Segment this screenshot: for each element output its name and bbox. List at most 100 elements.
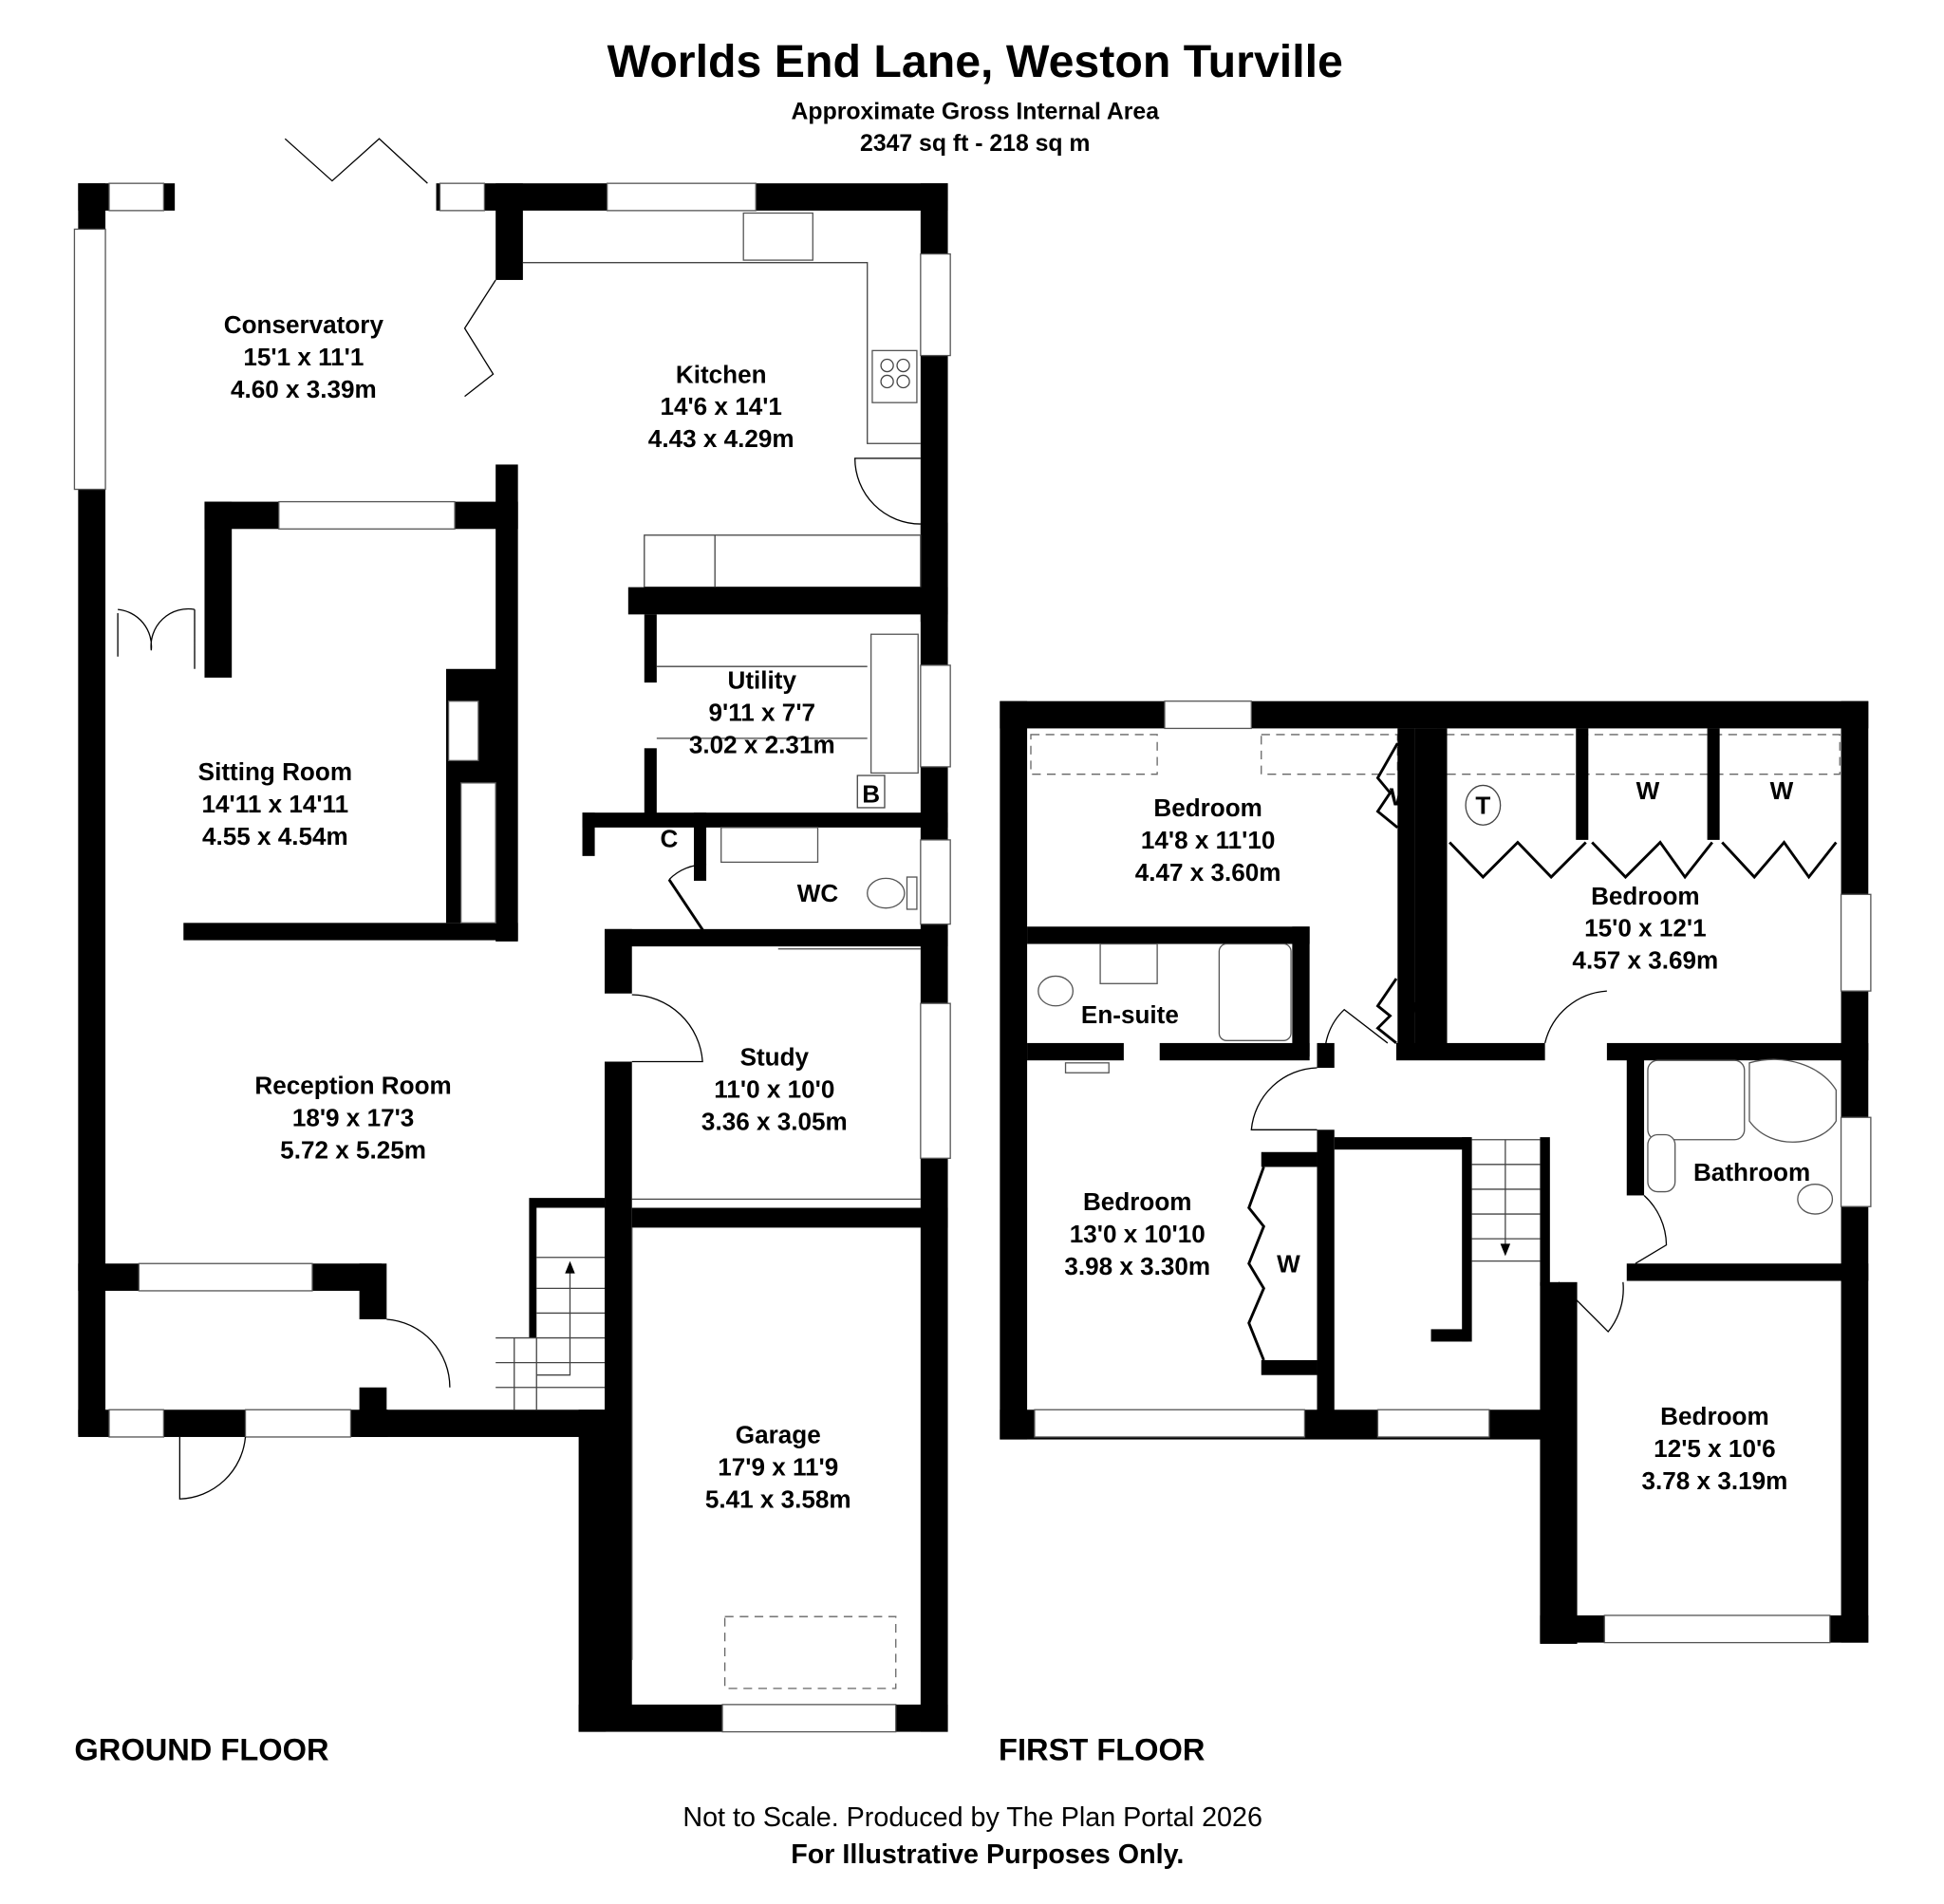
wardrobe-marker: W [1402, 997, 1426, 1025]
window [721, 1704, 897, 1733]
wall [1027, 926, 1310, 944]
door-icon [1250, 1067, 1318, 1130]
bifold-door-icon [284, 138, 428, 184]
wall [359, 1409, 607, 1437]
basin-icon [1099, 943, 1158, 984]
svg-text:4.47 x 3.60m: 4.47 x 3.60m [1135, 858, 1281, 887]
svg-text:13'0 x 10'10: 13'0 x 10'10 [1070, 1220, 1206, 1248]
room-label-bedroom-4: Bedroom 12'5 x 10'6 3.78 x 3.19m [1642, 1402, 1788, 1495]
svg-text:18'9 x 17'3: 18'9 x 17'3 [292, 1103, 415, 1131]
door-icon [1558, 1281, 1624, 1333]
door-icon [854, 457, 921, 525]
entrance-door-icon [178, 1436, 247, 1500]
room-label-sitting-room: Sitting Room 14'11 x 14'11 4.55 x 4.54m [198, 757, 352, 850]
basin-icon [720, 827, 819, 864]
svg-text:Garage: Garage [736, 1420, 821, 1448]
svg-text:Conservatory: Conservatory [224, 310, 384, 339]
wall [1334, 1137, 1471, 1150]
worktop [644, 534, 922, 588]
room-label-bedroom-1: Bedroom 14'8 x 11'10 4.47 x 3.60m [1135, 793, 1281, 887]
svg-text:Bedroom: Bedroom [1153, 793, 1262, 822]
wall [582, 812, 948, 828]
svg-text:4.55 x 4.54m: 4.55 x 4.54m [202, 822, 348, 850]
svg-text:3.98 x 3.30m: 3.98 x 3.30m [1064, 1252, 1210, 1280]
sink-icon [742, 212, 813, 261]
wall [605, 1061, 632, 1707]
window [1840, 893, 1872, 992]
alcove [459, 782, 496, 924]
cupboard-marker: C [660, 825, 678, 853]
svg-text:En-suite: En-suite [1081, 1000, 1179, 1029]
svg-text:3.36 x 3.05m: 3.36 x 3.05m [701, 1107, 848, 1135]
wall [183, 923, 518, 941]
wall [1626, 1053, 1645, 1196]
wall [529, 1198, 606, 1338]
wall [1396, 1042, 1545, 1061]
window [920, 664, 951, 768]
svg-text:17'9 x 11'9: 17'9 x 11'9 [718, 1452, 838, 1481]
svg-text:12'5 x 10'6: 12'5 x 10'6 [1654, 1434, 1776, 1463]
door-icon [386, 1318, 451, 1388]
door-icon [1543, 990, 1607, 1044]
wall [1540, 1137, 1550, 1286]
door-icon [631, 994, 703, 1063]
wardrobe-marker: W [1277, 1249, 1300, 1278]
toilet-icon [1037, 975, 1075, 1007]
wall [1261, 1360, 1318, 1375]
svg-text:14'8 x 11'10: 14'8 x 11'10 [1141, 826, 1276, 854]
room-label-study: Study 11'0 x 10'0 3.36 x 3.05m [701, 1042, 848, 1135]
door-icon [667, 878, 705, 933]
fireplace-icon [447, 700, 479, 762]
roof-window-outline [1445, 734, 1841, 775]
wall [582, 812, 595, 856]
room-label-bedroom-2: Bedroom 15'0 x 12'1 4.57 x 3.69m [1572, 882, 1718, 975]
window [1376, 1409, 1490, 1438]
french-door-icon [117, 607, 196, 669]
wardrobe-door-icon [1449, 840, 1587, 880]
double-sink-icon [869, 633, 919, 775]
wardrobe-door-icon [1247, 1166, 1266, 1361]
wall [1462, 1137, 1472, 1342]
wardrobe-marker: W [1770, 776, 1794, 805]
footer: Not to Scale. Produced by The Plan Porta… [682, 1802, 1262, 1870]
svg-text:5.72 x 5.25m: 5.72 x 5.25m [280, 1135, 426, 1164]
roof-window-outline [1261, 734, 1398, 775]
plan-title: Worlds End Lane, Weston Turville [608, 36, 1343, 87]
footer-disclaimer: For Illustrative Purposes Only. [791, 1839, 1184, 1870]
wall [1317, 1129, 1335, 1437]
svg-text:Bedroom: Bedroom [1083, 1187, 1192, 1216]
staircase [495, 1257, 606, 1410]
worktop [522, 262, 921, 444]
wall [693, 812, 707, 881]
room-label-utility: Utility 9'11 x 7'7 3.02 x 2.31m [689, 666, 835, 759]
shower-icon [1647, 1059, 1746, 1141]
first-floor-label: FIRST FLOOR [999, 1732, 1205, 1767]
room-label-en-suite: En-suite [1081, 1000, 1179, 1029]
wall [1000, 700, 1028, 1440]
wall [1317, 1042, 1335, 1069]
boiler-marker: B [862, 780, 880, 809]
door-icon [1635, 1194, 1668, 1264]
wardrobe-door-icon [1375, 978, 1398, 1045]
svg-text:15'1 x 11'1: 15'1 x 11'1 [243, 343, 364, 371]
wall [1430, 1329, 1468, 1342]
svg-text:3.78 x 3.19m: 3.78 x 3.19m [1642, 1466, 1788, 1495]
footer-note: Not to Scale. Produced by The Plan Porta… [682, 1802, 1262, 1833]
toilet-icon [1797, 1184, 1834, 1215]
radiator-icon [1064, 1062, 1110, 1073]
bifold-door-icon [463, 279, 496, 398]
boiler-box [856, 775, 886, 809]
wall [605, 928, 948, 947]
room-label-bedroom-3: Bedroom 13'0 x 10'10 3.98 x 3.30m [1064, 1187, 1210, 1280]
wall [627, 587, 948, 615]
svg-text:3.02 x 2.31m: 3.02 x 2.31m [689, 731, 835, 759]
window [920, 1002, 951, 1159]
room-label-kitchen: Kitchen 14'6 x 14'1 4.43 x 4.29m [648, 360, 794, 453]
wardrobe-marker: W [1636, 776, 1660, 805]
tank-icon [1465, 784, 1502, 826]
wardrobe-door-icon [1375, 742, 1399, 829]
room-label-conservatory: Conservatory 15'1 x 11'1 4.60 x 3.39m [224, 310, 384, 403]
svg-text:14'11 x 14'11: 14'11 x 14'11 [202, 790, 349, 818]
window [108, 182, 165, 212]
